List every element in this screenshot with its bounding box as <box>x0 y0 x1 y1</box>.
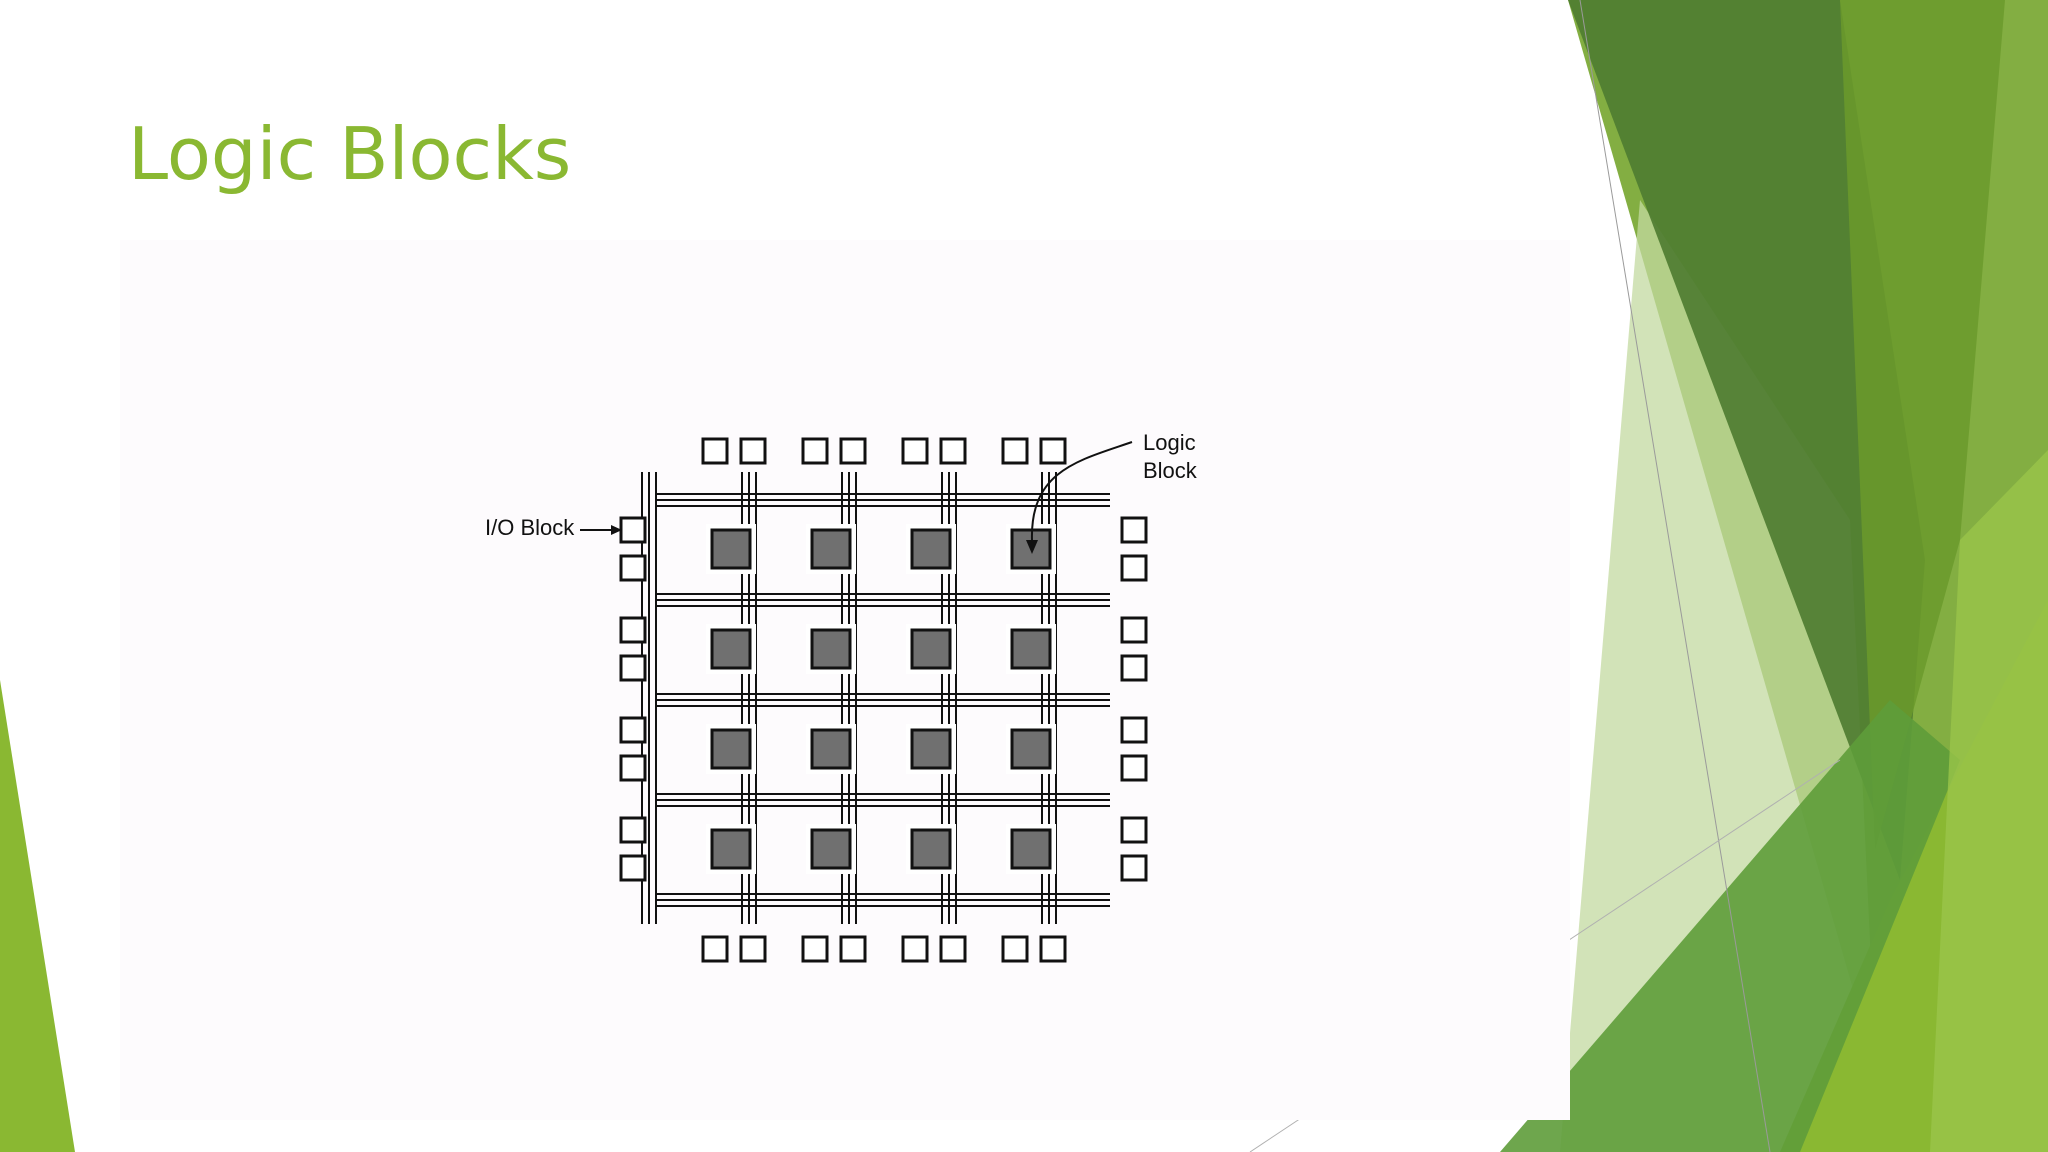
logic-block-arrowhead <box>1026 540 1038 554</box>
logic-block <box>910 728 952 770</box>
thin-line-1 <box>1579 0 1771 1152</box>
io-block <box>939 935 967 963</box>
io-block <box>619 716 647 744</box>
logic-block <box>810 528 852 570</box>
io-block <box>1120 816 1148 844</box>
io-block <box>901 935 929 963</box>
logic-block <box>910 628 952 670</box>
io-block <box>619 554 647 582</box>
fpga-diagram: I/O Block Logic Block <box>485 430 1198 963</box>
io-block <box>739 437 767 465</box>
io-block <box>801 437 829 465</box>
io-blocks-left <box>619 516 647 882</box>
io-block-label: I/O Block <box>485 515 575 540</box>
io-block <box>1039 935 1067 963</box>
io-block-arrowhead <box>611 525 622 535</box>
logic-block <box>1010 828 1052 870</box>
io-block <box>1120 754 1148 782</box>
left-green-shape <box>0 680 75 1152</box>
io-block <box>801 935 829 963</box>
io-blocks-bottom <box>701 935 1067 963</box>
io-block <box>839 437 867 465</box>
io-block <box>1120 516 1148 544</box>
logic-block <box>710 628 752 670</box>
logic-block <box>1010 728 1052 770</box>
io-block <box>901 437 929 465</box>
logic-blocks <box>706 524 1056 874</box>
logic-block <box>1010 628 1052 670</box>
logic-block <box>710 528 752 570</box>
io-block <box>739 935 767 963</box>
logic-block-arrow <box>1030 441 1133 541</box>
right-shape-light <box>1930 450 2048 1152</box>
io-block <box>619 654 647 682</box>
io-block <box>701 935 729 963</box>
io-blocks-top <box>701 437 1067 465</box>
io-block <box>1120 854 1148 882</box>
logic-block-label-line2: Block <box>1143 458 1198 483</box>
diagram-area: I/O Block Logic Block <box>120 240 1570 1120</box>
io-block <box>839 935 867 963</box>
logic-block <box>810 728 852 770</box>
right-shape-lower <box>1500 700 1960 1152</box>
io-block <box>1120 554 1148 582</box>
io-block <box>1001 935 1029 963</box>
io-block <box>619 516 647 544</box>
slide-title: Logic Blocks <box>128 112 572 196</box>
logic-block <box>710 828 752 870</box>
io-block <box>619 854 647 882</box>
io-block <box>619 616 647 644</box>
logic-block <box>710 728 752 770</box>
logic-block-label-line1: Logic <box>1143 430 1196 455</box>
io-block <box>1120 716 1148 744</box>
io-block <box>701 437 729 465</box>
io-block <box>1120 616 1148 644</box>
io-block <box>1120 654 1148 682</box>
logic-block <box>910 828 952 870</box>
logic-block <box>810 828 852 870</box>
io-block <box>619 754 647 782</box>
io-blocks-right <box>1120 516 1148 882</box>
right-shape-dark <box>1568 0 1925 880</box>
logic-block <box>810 628 852 670</box>
right-shape-mid <box>1840 0 2005 850</box>
io-block <box>1001 437 1029 465</box>
io-block <box>1039 437 1067 465</box>
io-block <box>619 816 647 844</box>
logic-block <box>910 528 952 570</box>
io-block <box>939 437 967 465</box>
